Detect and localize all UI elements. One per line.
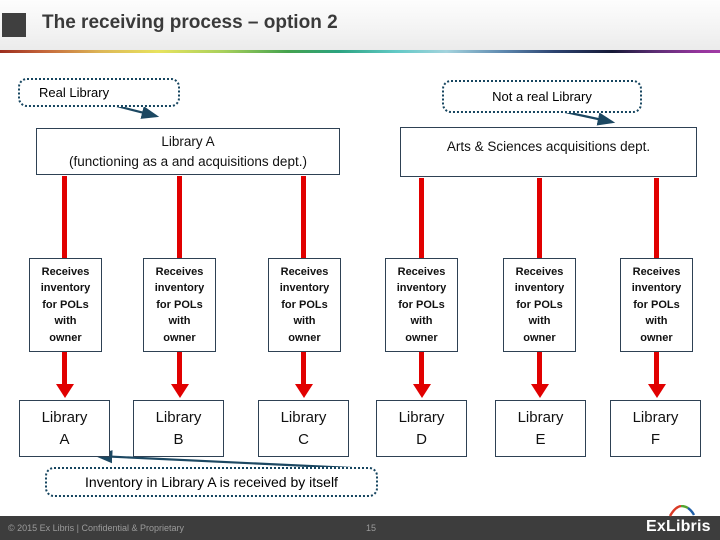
red-connector-top-1 <box>62 176 67 258</box>
library-box-d-word: Library <box>398 408 445 426</box>
library-box-a-letter: A <box>59 430 70 448</box>
callout-not-real-library-label: Not a real Library <box>492 89 592 104</box>
red-connector-top-4 <box>419 178 424 258</box>
receives-box-4: Receives inventory for POLs with owner <box>385 258 458 352</box>
receives-box-2: Receives inventory for POLs with owner <box>143 258 216 352</box>
footer-page-number: 15 <box>366 523 377 533</box>
red-arrowhead-2 <box>171 384 189 398</box>
red-arrowhead-6 <box>648 384 666 398</box>
library-box-b-word: Library <box>155 408 202 426</box>
red-arrowhead-4 <box>413 384 431 398</box>
library-box-a: Library A <box>19 400 110 457</box>
callout-real-library: Real Library <box>18 78 180 107</box>
library-box-d-letter: D <box>416 430 427 448</box>
receives-box-3: Receives inventory for POLs with owner <box>268 258 341 352</box>
red-arrow-stem-4 <box>419 352 424 385</box>
library-box-c-word: Library <box>280 408 327 426</box>
red-arrow-stem-5 <box>537 352 542 385</box>
library-box-b: Library B <box>133 400 224 457</box>
slide-header: The receiving process – option 2 <box>0 0 720 50</box>
rainbow-divider <box>0 50 720 53</box>
callout-inventory-note-label: Inventory in Library A is received by it… <box>85 474 338 490</box>
header-box-arts-label: Arts & Sciences acquisitions dept. <box>446 139 651 154</box>
red-connector-top-6 <box>654 178 659 258</box>
red-arrowhead-5 <box>531 384 549 398</box>
header-box-arts-sciences: Arts & Sciences acquisitions dept. <box>400 127 697 177</box>
callout-inventory-note: Inventory in Library A is received by it… <box>45 467 378 497</box>
receives-box-1: Receives inventory for POLs with owner <box>29 258 102 352</box>
red-arrowhead-1 <box>56 384 74 398</box>
library-box-e-word: Library <box>517 408 564 426</box>
receives-box-6: Receives inventory for POLs with owner <box>620 258 693 352</box>
red-arrow-stem-3 <box>301 352 306 385</box>
header-box-library-a-line2: (functioning as a and acquisitions dept.… <box>69 154 307 169</box>
red-arrowhead-3 <box>295 384 313 398</box>
receives-box-5: Receives inventory for POLs with owner <box>503 258 576 352</box>
exlibris-logo: ExLibris <box>644 503 711 539</box>
library-box-b-letter: B <box>173 430 184 448</box>
callout-not-real-library: Not a real Library <box>442 80 642 113</box>
logo-arc-icon <box>668 505 696 517</box>
red-connector-top-5 <box>537 178 542 258</box>
library-box-c: Library C <box>258 400 349 457</box>
library-box-f: Library F <box>610 400 701 457</box>
slide-title: The receiving process – option 2 <box>42 12 338 33</box>
red-arrow-stem-2 <box>177 352 182 385</box>
red-arrow-stem-6 <box>654 352 659 385</box>
footer-copyright: © 2015 Ex Libris | Confidential & Propri… <box>8 523 185 533</box>
red-connector-top-3 <box>301 176 306 258</box>
red-connector-top-2 <box>177 176 182 258</box>
library-box-d: Library D <box>376 400 467 457</box>
library-box-a-word: Library <box>41 408 88 426</box>
exlibris-logo-text: ExLibris <box>646 518 711 535</box>
red-arrow-stem-1 <box>62 352 67 385</box>
header-box-library-a: Library A (functioning as a and acquisit… <box>36 128 340 175</box>
header-box-library-a-line1: Library A <box>161 134 215 149</box>
library-box-e-letter: E <box>535 430 546 448</box>
title-bullet-square <box>2 13 26 37</box>
slide-footer: © 2015 Ex Libris | Confidential & Propri… <box>0 516 720 540</box>
library-box-f-letter: F <box>650 430 661 448</box>
library-box-e: Library E <box>495 400 586 457</box>
library-box-f-word: Library <box>632 408 679 426</box>
library-box-c-letter: C <box>298 430 309 448</box>
callout-real-library-label: Real Library <box>39 85 110 100</box>
